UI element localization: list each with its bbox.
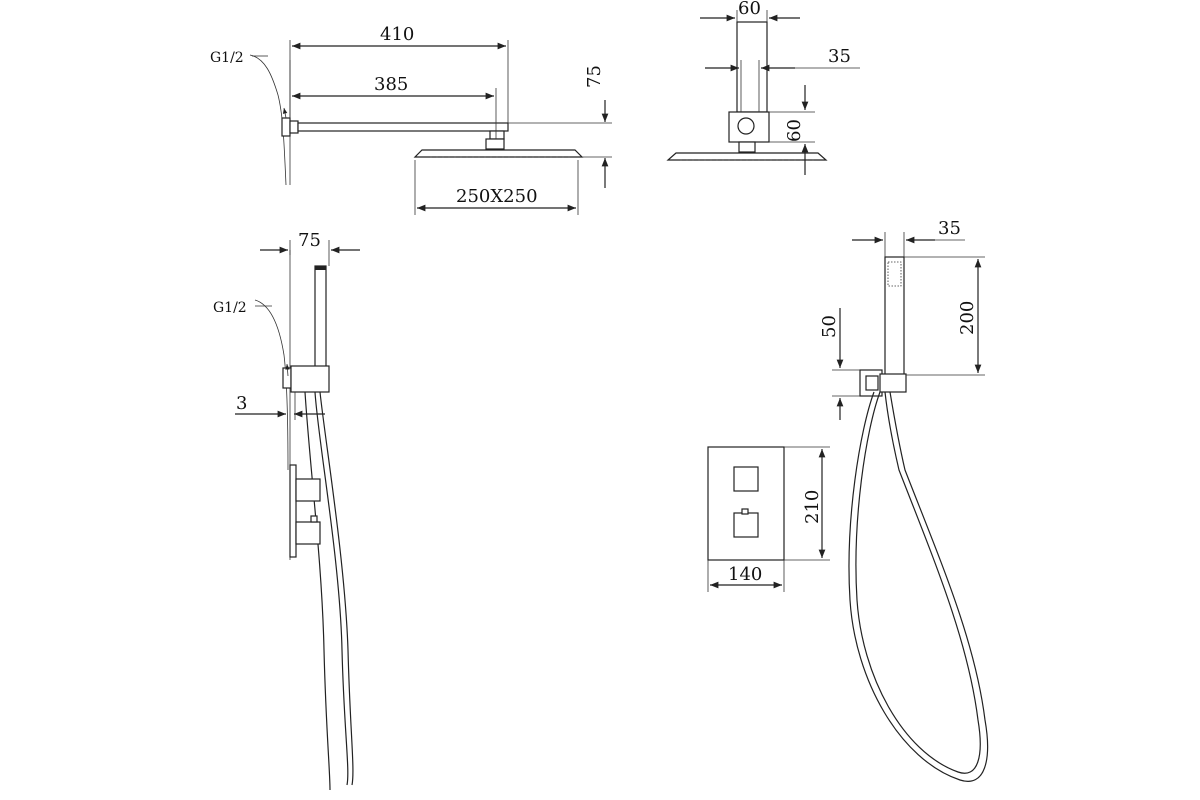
valve-knob-side-top <box>295 478 321 502</box>
hand-side-width: 75 <box>298 230 321 251</box>
valve-knob-marker <box>741 508 749 515</box>
wall-flange <box>281 117 291 137</box>
hose-loop-outer <box>848 391 989 782</box>
hose-back <box>304 391 331 791</box>
hand-side-view: 75 G1/2 3 <box>213 230 360 791</box>
thread-arrow <box>282 107 288 119</box>
head-front-view: 60 35 60 <box>666 0 860 175</box>
joint-neck <box>738 141 756 153</box>
wall-outlet <box>282 367 292 389</box>
handset-side <box>314 265 327 377</box>
holder-height: 50 <box>819 315 840 338</box>
dim-top-width: 60 <box>738 0 761 19</box>
head-front-plate <box>666 152 828 161</box>
valve-height: 210 <box>802 490 823 524</box>
valve-plate <box>707 446 785 561</box>
dim-joint-height: 60 <box>784 119 805 142</box>
holder-front <box>879 373 907 393</box>
wall-hatch-curve <box>249 54 287 186</box>
valve-plate-side <box>289 464 297 558</box>
wall-hatch-curve <box>254 299 289 471</box>
valve-width: 140 <box>728 564 762 585</box>
dim-arm-width: 35 <box>828 46 851 67</box>
valve-front-view: 210 140 <box>707 446 830 592</box>
thread-arrow <box>285 363 290 377</box>
shower-arm <box>297 122 509 132</box>
dim-head-size: 250X250 <box>456 186 538 207</box>
arm-front <box>736 21 768 113</box>
head-thread-label: G1/2 <box>210 50 244 66</box>
valve-knob-side-bottom <box>295 521 321 545</box>
joint-ball <box>737 117 755 135</box>
arm-joint <box>489 130 505 140</box>
dim-height: 75 <box>584 65 605 88</box>
hand-thread-label: G1/2 <box>213 300 247 316</box>
handset-nozzles <box>887 261 902 287</box>
outlet-inner <box>865 375 879 391</box>
hand-front-view: 35 200 50 <box>819 218 989 782</box>
hose-outer <box>314 391 349 786</box>
valve-knob-bottom <box>733 512 759 538</box>
hose-inner <box>319 391 354 786</box>
holder-side <box>290 365 330 393</box>
handset-tip <box>315 266 326 270</box>
head-side-view: G1/2 410 385 75 250X250 <box>210 24 612 215</box>
hose-loop-inner <box>855 391 981 774</box>
arm-mount <box>289 120 299 134</box>
ball-joint <box>485 138 505 150</box>
dim-arm-total: 410 <box>380 24 414 45</box>
hand-side-offset: 3 <box>236 393 247 414</box>
valve-knob-button <box>310 515 318 523</box>
handset-height: 200 <box>957 301 978 335</box>
shower-head-plate <box>413 149 584 158</box>
valve-knob-top <box>733 466 759 492</box>
joint-front <box>728 111 770 143</box>
hand-front-width: 35 <box>938 218 961 239</box>
dim-arm-to-head: 385 <box>374 74 408 95</box>
